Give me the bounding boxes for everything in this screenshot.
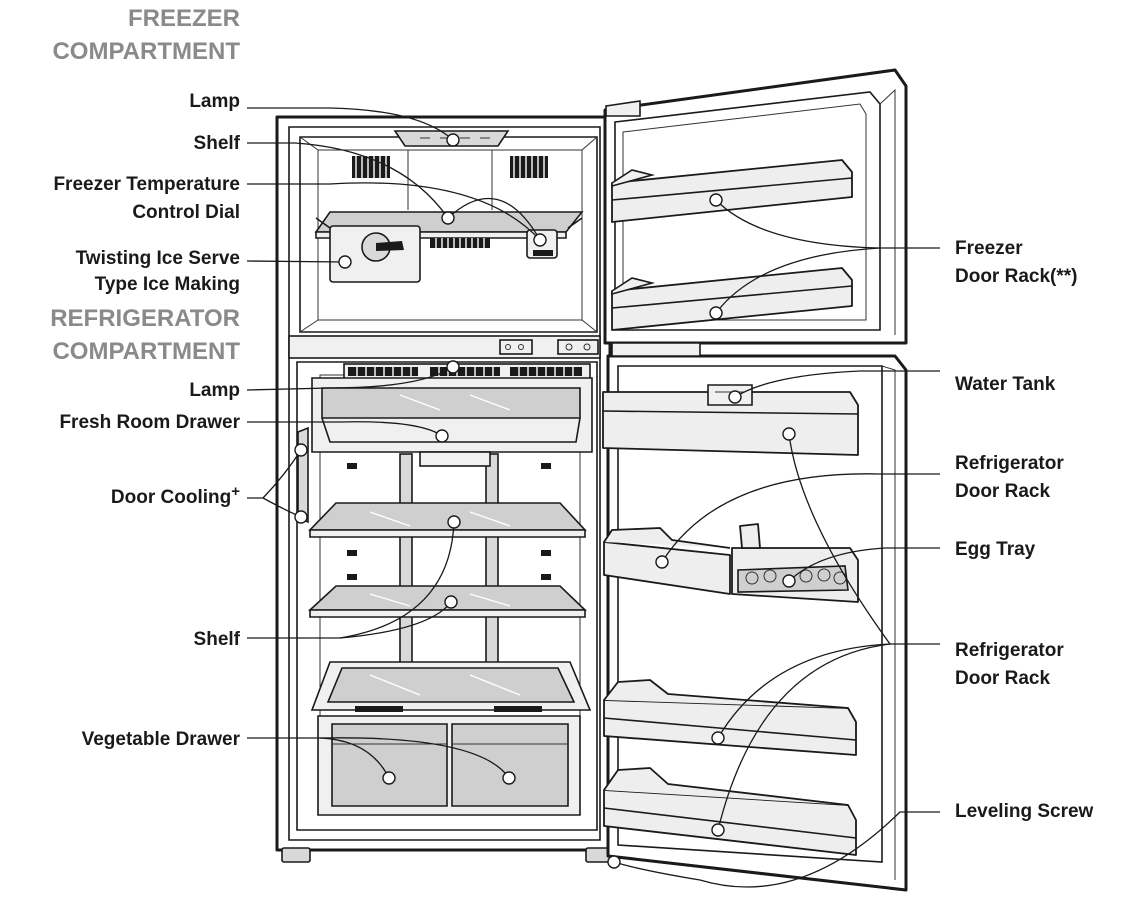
refrigerator-shelf-upper [308, 502, 587, 538]
refrigerator-door [606, 342, 908, 892]
refrigerator-door-rack-bottom [603, 767, 857, 856]
svg-text:COMPARTMENT: COMPARTMENT [52, 338, 240, 365]
label-refrigerator-door-rack-upper-1: Refrigerator [955, 453, 1064, 474]
label-refrigerator-door-rack-lower-1: Refrigerator [955, 640, 1064, 661]
label-refrigerator-shelf: Shelf [194, 629, 241, 650]
label-refrigerator-lamp: Lamp [189, 380, 240, 401]
label-ice-maker-1: Twisting Ice Serve [76, 248, 240, 269]
label-door-cooling: Door Cooling+ [111, 483, 240, 508]
section-title-refrigerator: REFRIGERATOR COMPARTMENT [50, 305, 240, 365]
crisper-cover [310, 661, 592, 712]
fresh-room-drawer [311, 377, 593, 453]
svg-text:REFRIGERATOR: REFRIGERATOR [50, 305, 240, 332]
ice-maker [329, 225, 490, 283]
vegetable-drawer [317, 715, 581, 816]
label-freezer-temperature-control-dial-2: Control Dial [132, 202, 240, 223]
freezer-door-rack-lower [611, 267, 853, 331]
refrigerator-door-rack-middle [603, 679, 857, 756]
label-ice-maker-2: Type Ice Making [95, 274, 240, 295]
section-title-freezer: FREEZER COMPARTMENT [52, 5, 240, 65]
label-vegetable-drawer: Vegetable Drawer [82, 729, 241, 750]
label-leveling-screw: Leveling Screw [955, 801, 1094, 822]
label-freezer-door-rack-2: Door Rack(**) [955, 266, 1077, 287]
svg-text:COMPARTMENT: COMPARTMENT [52, 38, 240, 65]
label-refrigerator-door-rack-upper-2: Door Rack [955, 481, 1050, 502]
refrigerator-lamp [343, 363, 591, 381]
label-freezer-lamp: Lamp [189, 91, 240, 112]
door-cooling-duct [297, 426, 309, 524]
refrigerator-door-rack-upper [603, 527, 731, 595]
callout-dots [294, 133, 796, 869]
label-freezer-door-rack-1: Freezer [955, 238, 1023, 259]
label-refrigerator-door-rack-lower-2: Door Rack [955, 668, 1050, 689]
freezer-vent [352, 156, 548, 178]
label-egg-tray: Egg Tray [955, 539, 1036, 560]
freezer-door-rack-upper [611, 159, 853, 223]
svg-text:FREEZER: FREEZER [128, 5, 240, 32]
label-fresh-room-drawer: Fresh Room Drawer [59, 412, 240, 433]
label-freezer-shelf: Shelf [194, 133, 241, 154]
label-water-tank: Water Tank [955, 374, 1056, 395]
leader-lines [246, 107, 940, 888]
label-freezer-temperature-control-dial-1: Freezer Temperature [53, 174, 240, 195]
